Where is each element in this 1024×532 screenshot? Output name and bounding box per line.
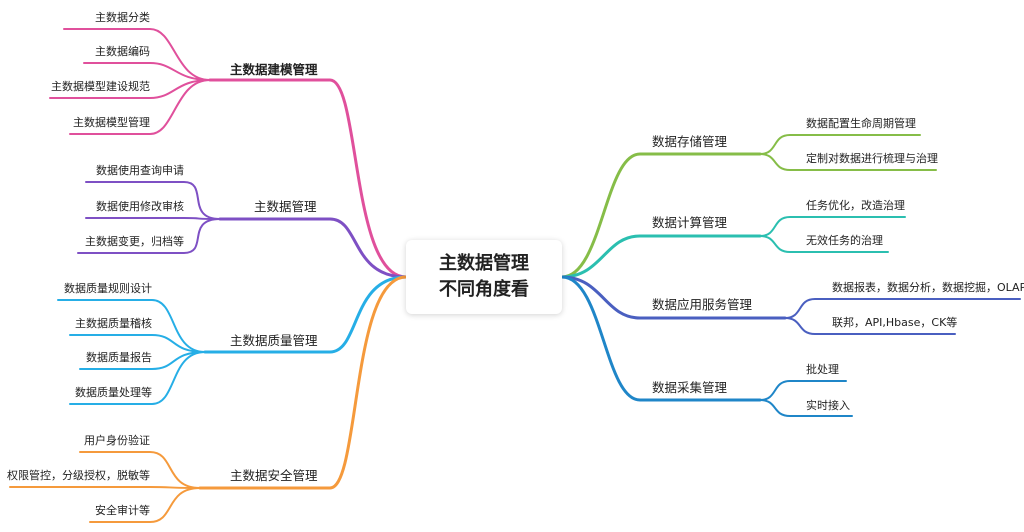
- branch-security[interactable]: 主数据安全管理: [230, 468, 318, 483]
- leaf-quality-3[interactable]: 数据质量报告: [86, 351, 152, 364]
- connector-left-3: [198, 275, 408, 490]
- connector-right-0: [560, 152, 762, 279]
- leaf-quality-4[interactable]: 数据质量处理等: [75, 386, 152, 399]
- connector-right-1-leaf-1: [759, 235, 889, 253]
- connector-left-0-leaf-0: [63, 28, 211, 81]
- connector-left-0-leaf-2: [49, 79, 211, 99]
- connector-left-3-leaf-1: [9, 486, 201, 489]
- branch-collection[interactable]: 数据采集管理: [652, 380, 728, 395]
- leaf-storage-2[interactable]: 定制对数据进行梳理与治理: [806, 152, 938, 165]
- connector-right-3-leaf-1: [759, 399, 853, 417]
- leaf-app-service-1[interactable]: 数据报表，数据分析，数据挖掘，OLAP: [832, 281, 1024, 294]
- connector-left-0: [208, 78, 408, 279]
- leaf-security-1[interactable]: 用户身份验证: [84, 434, 150, 447]
- central-topic-line-2: 不同角度看: [439, 279, 529, 300]
- leaf-modeling-3[interactable]: 主数据模型建设规范: [51, 80, 150, 93]
- leaf-quality-1[interactable]: 数据质量规则设计: [64, 282, 152, 295]
- connector-left-1: [218, 217, 408, 279]
- leaf-compute-2[interactable]: 无效任务的治理: [806, 234, 883, 247]
- central-topic-line-1: 主数据管理: [439, 253, 529, 274]
- connector-right-0-leaf-1: [759, 153, 937, 171]
- leaf-modeling-4[interactable]: 主数据模型管理: [73, 116, 150, 129]
- connector-left-2-leaf-2: [79, 351, 206, 370]
- branch-quality[interactable]: 主数据质量管理: [230, 333, 318, 348]
- connector-left-0-leaf-1: [83, 62, 211, 81]
- branch-management[interactable]: 主数据管理: [254, 199, 317, 214]
- connector-left-2: [203, 275, 408, 354]
- leaf-collection-2[interactable]: 实时接入: [806, 399, 850, 412]
- leaf-modeling-2[interactable]: 主数据编码: [95, 45, 150, 58]
- leaf-storage-1[interactable]: 数据配置生命周期管理: [806, 117, 916, 130]
- central-topic[interactable]: 主数据管理 不同角度看: [406, 240, 562, 314]
- connector-right-2: [560, 275, 787, 320]
- connector-left-2-leaf-0: [57, 299, 206, 353]
- leaf-modeling-1[interactable]: 主数据分类: [95, 11, 150, 24]
- leaf-management-3[interactable]: 主数据变更，归档等: [85, 235, 184, 248]
- leaf-quality-2[interactable]: 主数据质量稽核: [75, 317, 152, 330]
- branch-compute[interactable]: 数据计算管理: [652, 215, 728, 230]
- connector-left-2-leaf-1: [69, 334, 206, 353]
- leaf-management-2[interactable]: 数据使用修改审核: [96, 200, 184, 213]
- connector-left-0-leaf-3: [69, 79, 211, 135]
- branch-storage[interactable]: 数据存储管理: [652, 134, 728, 149]
- branch-modeling[interactable]: 主数据建模管理: [230, 62, 318, 77]
- connector-right-1: [560, 234, 762, 279]
- leaf-collection-1[interactable]: 批处理: [806, 363, 839, 376]
- connector-left-2-leaf-3: [69, 351, 206, 405]
- connector-left-3-leaf-0: [79, 451, 201, 489]
- leaf-app-service-2[interactable]: 联邦，API,Hbase，CK等: [832, 316, 958, 329]
- connector-left-3-leaf-2: [89, 487, 201, 523]
- connector-right-2-leaf-1: [784, 317, 956, 335]
- connector-left-1-leaf-1: [85, 217, 221, 220]
- connector-right-2-leaf-0: [784, 298, 1021, 319]
- leaf-security-2[interactable]: 权限管控，分级授权，脱敏等: [7, 469, 150, 482]
- connector-right-3-leaf-0: [759, 380, 847, 401]
- connector-right-3: [560, 275, 762, 402]
- connector-right-0-leaf-0: [759, 134, 921, 155]
- connector-left-1-leaf-2: [77, 218, 221, 254]
- connector-left-1-leaf-0: [85, 181, 221, 220]
- leaf-security-3[interactable]: 安全审计等: [95, 504, 150, 517]
- leaf-compute-1[interactable]: 任务优化，改造治理: [806, 199, 905, 212]
- branch-app-service[interactable]: 数据应用服务管理: [652, 297, 753, 312]
- leaf-management-1[interactable]: 数据使用查询申请: [96, 164, 184, 177]
- connector-right-1-leaf-0: [759, 216, 906, 237]
